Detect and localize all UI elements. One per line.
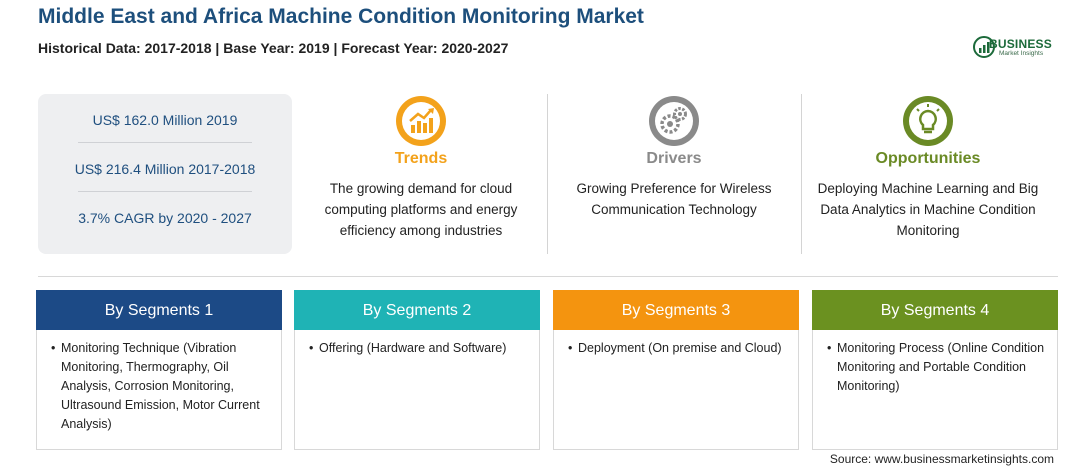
logo-tagline: Market Insights xyxy=(999,50,1044,57)
opportunities-heading: Opportunities xyxy=(875,150,981,167)
trends-text: The growing demand for cloud computing p… xyxy=(324,181,518,238)
column-divider xyxy=(547,94,548,254)
stat-divider xyxy=(78,142,252,143)
opportunities-column: Opportunities Deploying Machine Learning… xyxy=(809,94,1047,254)
section-divider xyxy=(38,276,1058,277)
source-credit: Source: www.businessmarketinsights.com xyxy=(829,452,1054,466)
gears-icon xyxy=(649,96,699,146)
segment-4-header: By Segments 4 xyxy=(812,290,1058,330)
globe-logo-icon xyxy=(973,36,995,58)
stat-cagr: 3.7% CAGR by 2020 - 2027 xyxy=(78,210,252,226)
segment-1-item: Monitoring Technique (Vibration Monitori… xyxy=(51,339,273,434)
stat-market-size-historical: US$ 216.4 Million 2017-2018 xyxy=(74,161,256,177)
page-title: Middle East and Africa Machine Condition… xyxy=(38,5,644,28)
column-divider xyxy=(801,94,802,254)
segment-card-1: By Segments 1 Monitoring Technique (Vibr… xyxy=(36,290,282,450)
segment-3-header: By Segments 3 xyxy=(553,290,799,330)
segment-2-item: Offering (Hardware and Software) xyxy=(309,339,531,358)
stat-market-size-2019: US$ 162.0 Million 2019 xyxy=(92,112,238,128)
segment-3-item: Deployment (On premise and Cloud) xyxy=(568,339,790,358)
segment-1-list: Monitoring Technique (Vibration Monitori… xyxy=(51,339,273,434)
stat-divider xyxy=(78,191,252,192)
lightbulb-icon xyxy=(903,96,953,146)
segment-2-header: By Segments 2 xyxy=(294,290,540,330)
opportunities-text: Deploying Machine Learning and Big Data … xyxy=(817,181,1039,238)
trends-column: Trends The growing demand for cloud comp… xyxy=(303,94,539,254)
segment-3-list: Deployment (On premise and Cloud) xyxy=(568,339,790,358)
segment-4-list: Monitoring Process (Online Condition Mon… xyxy=(827,339,1049,396)
segment-card-3: By Segments 3 Deployment (On premise and… xyxy=(553,290,799,450)
trend-chart-icon xyxy=(396,96,446,146)
drivers-column: Drivers Growing Preference for Wireless … xyxy=(555,94,793,254)
segment-2-list: Offering (Hardware and Software) xyxy=(309,339,531,358)
segment-card-2: By Segments 2 Offering (Hardware and Sof… xyxy=(294,290,540,450)
segment-card-4: By Segments 4 Monitoring Process (Online… xyxy=(812,290,1058,450)
segment-4-item: Monitoring Process (Online Condition Mon… xyxy=(827,339,1049,396)
logo-name: BUSINESS xyxy=(989,37,1052,51)
trends-heading: Trends xyxy=(394,150,448,167)
drivers-heading: Drivers xyxy=(646,150,702,167)
drivers-text: Growing Preference for Wireless Communic… xyxy=(576,181,772,217)
market-stats-panel: US$ 162.0 Million 2019 US$ 216.4 Million… xyxy=(38,94,292,254)
company-logo: BUSINESS Market Insights xyxy=(972,35,1062,59)
page-subtitle: Historical Data: 2017-2018 | Base Year: … xyxy=(38,40,509,56)
segment-1-header: By Segments 1 xyxy=(36,290,282,330)
